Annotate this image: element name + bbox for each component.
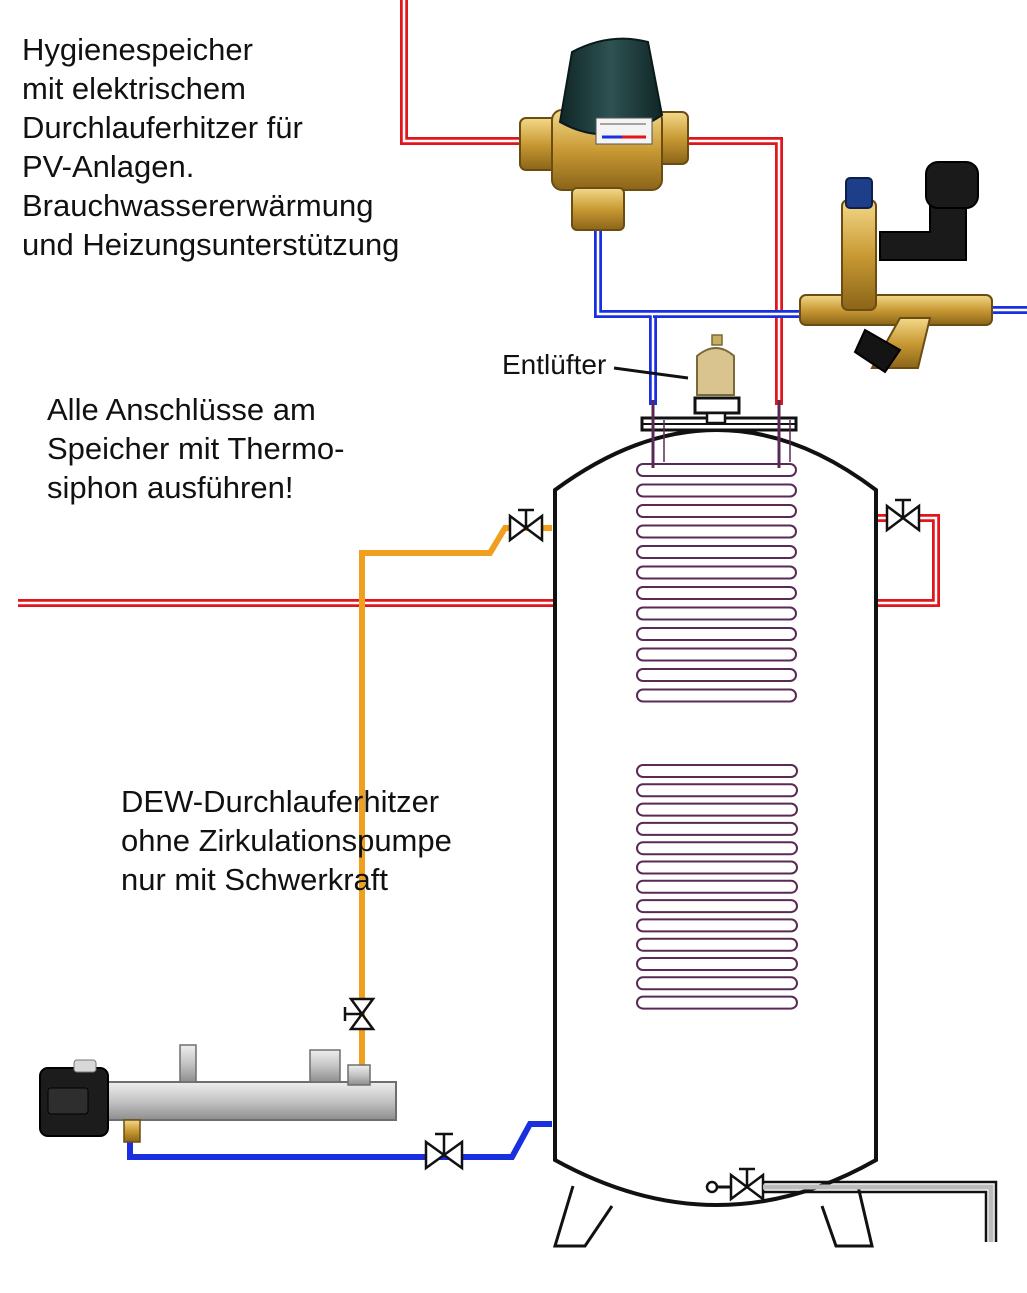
coil-loop <box>636 957 798 971</box>
gate-valve-tank-top-right[interactable] <box>885 498 921 533</box>
coil-loop <box>636 937 798 952</box>
gate-valve-heater-riser[interactable] <box>343 997 376 1031</box>
coil-loop <box>636 764 798 778</box>
gate-valve-drain[interactable] <box>729 1167 765 1202</box>
coil-loop <box>636 821 798 836</box>
air-vent-icon <box>613 334 741 425</box>
hot-water-pipes <box>18 0 940 607</box>
flow-heater-icon[interactable] <box>39 1044 397 1143</box>
coil-loop <box>636 841 798 856</box>
hot-pipe-supply-top <box>400 0 535 145</box>
coil-loop <box>636 976 798 991</box>
coil-loop <box>636 565 797 580</box>
cold-water-pipes <box>127 228 1027 1160</box>
air-vent-label: Entlüfter <box>502 349 607 380</box>
coil-loop <box>636 483 797 498</box>
coil-loop <box>636 524 797 539</box>
diagram-title: Hygienespeicher mit elektrischem Durchla… <box>22 32 400 262</box>
coil-loop <box>636 688 797 703</box>
coil-loop <box>636 504 797 518</box>
coil-loop <box>636 802 798 817</box>
cold-pipe-heater-return <box>127 1121 552 1160</box>
coil-loop <box>636 606 797 621</box>
coil-loop <box>636 586 797 600</box>
upper-heat-exchanger-coil <box>636 463 797 703</box>
drain-pipe <box>705 1180 998 1242</box>
coil-loop <box>636 647 797 662</box>
coil-loop <box>636 995 798 1010</box>
lower-heat-exchanger-coil <box>636 764 798 1010</box>
tank-shell <box>553 428 878 1207</box>
gate-valve-tank-top-left[interactable] <box>508 508 544 543</box>
thermostatic-mixing-valve-icon[interactable] <box>519 37 689 231</box>
gate-valve-heater-return[interactable] <box>424 1132 464 1171</box>
coil-loop <box>636 899 798 914</box>
coil-loop <box>636 627 797 641</box>
coil-loop <box>636 463 797 477</box>
coil-loop <box>636 668 797 682</box>
flow-heater-note: DEW-Durchlauferhitzer ohne Zirkulationsp… <box>121 784 452 897</box>
thermosiphon-note: Alle Anschlüsse am Speicher mit Thermo- … <box>47 392 345 505</box>
coil-loop <box>636 860 798 875</box>
tank-foot-right <box>820 1185 874 1248</box>
storage-tank <box>552 400 878 1248</box>
coil-loop <box>636 918 798 933</box>
coil-loop <box>636 879 798 894</box>
coil-loop <box>636 783 798 798</box>
safety-group-icon[interactable] <box>799 161 993 374</box>
coil-loop <box>636 545 797 559</box>
tank-foot-left <box>552 1185 614 1248</box>
